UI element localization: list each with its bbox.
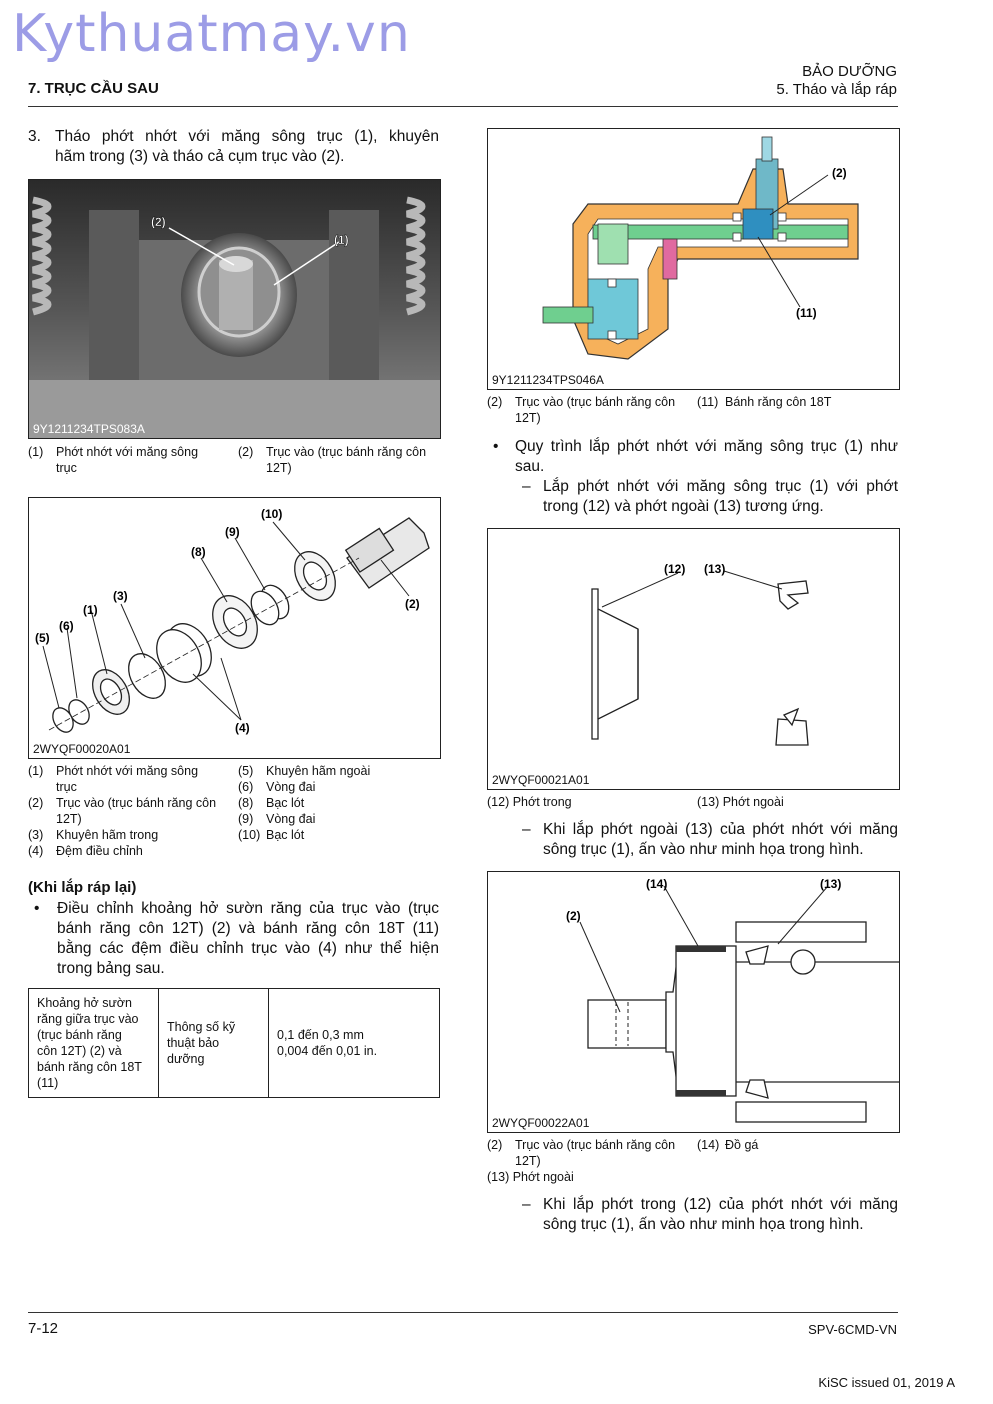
reassembly-line2: bánh răng côn 12T) (2) và bánh răng côn … — [57, 920, 439, 937]
callout-3: (3) — [113, 589, 128, 603]
callout-2: (2) — [151, 215, 166, 229]
callout-6: (6) — [59, 619, 74, 633]
callout-10: (10) — [261, 507, 282, 521]
watermark: Kythuatmay.vn — [12, 4, 411, 64]
step-number: 3. — [28, 128, 41, 145]
callout-11: (11) — [796, 306, 817, 320]
cross-section-figure: (2) (11) 9Y1211234TPS046A — [487, 128, 900, 390]
callout-9: (9) — [225, 525, 240, 539]
fig4-caption-left: (12) Phớt trong — [487, 795, 572, 809]
inner-seal-line2: sông trục (1), ấn vào như minh họa trong… — [543, 1216, 864, 1233]
seals-figure: (12) (13) 2WYQF00021A01 — [487, 528, 900, 790]
caption-num: (1) — [28, 445, 44, 459]
callout-13: (13) — [704, 562, 725, 576]
issue-info: KiSC issued 01, 2019 A — [818, 1375, 955, 1390]
figure-code: 9Y1211234TPS046A — [492, 373, 604, 387]
jig-figure: (14) (13) (2) 2WYQF00022A01 — [487, 871, 900, 1133]
fig4-caption-right: (13) Phớt ngoài — [697, 795, 784, 809]
procedure-sub2: trong (12) và phớt ngoài (13) tương ứng. — [543, 498, 824, 515]
dash: – — [522, 478, 531, 495]
callout-4: (4) — [235, 721, 250, 735]
callout-13: (13) — [820, 877, 841, 891]
caption-num: (2) — [238, 445, 254, 459]
bullet: • — [34, 900, 40, 917]
procedure-sub1: Lắp phớt nhớt với măng sông trục (1) với… — [543, 478, 898, 495]
bullet: • — [493, 438, 499, 455]
callout-1: (1) — [334, 233, 349, 247]
callout-1: (1) — [83, 603, 98, 617]
step3-line1: Tháo phớt nhớt với măng sông trục (1), k… — [55, 128, 439, 145]
reassembly-line3: bằng các đệm điều chỉnh trục vào (4) như… — [57, 940, 439, 957]
figure-code: 2WYQF00021A01 — [492, 773, 590, 787]
exploded-parts-drawing: (10) (9) (8) (3) (1) (6) (5) (2) (4) — [35, 507, 430, 735]
chapter-title: 7. TRỤC CẦU SAU — [28, 80, 159, 97]
footer-rule — [28, 1312, 898, 1313]
procedure-line2: sau. — [515, 458, 545, 475]
callout-8: (8) — [191, 545, 206, 559]
outer-seal-line2: sông trục (1), ấn vào như minh họa trong… — [543, 841, 864, 858]
document-code: SPV-6CMD-VN — [808, 1322, 897, 1337]
callout-2: (2) — [405, 597, 420, 611]
seals-drawing: (12) (13) — [591, 562, 809, 746]
exploded-parts-figure: (10) (9) (8) (3) (1) (6) (5) (2) (4) 2WY… — [28, 497, 441, 759]
figure-code: 2WYQF00020A01 — [33, 742, 131, 756]
reassembly-line1: Điều chỉnh khoảng hở sườn răng của trục … — [57, 900, 439, 917]
step3-line2: hãm trong (3) và tháo cả cụm trục vào (2… — [55, 148, 345, 165]
outer-seal-line1: Khi lắp phớt ngoài (13) của phớt nhớt vớ… — [543, 821, 898, 838]
section-title: BẢO DƯỠNG — [802, 63, 897, 80]
cross-section-drawing: (2) (11) — [542, 136, 859, 360]
jig-drawing: (14) (13) (2) — [566, 877, 899, 1123]
header-rule — [28, 106, 898, 107]
figure-code: 9Y1211234TPS083A — [33, 422, 145, 436]
dash: – — [522, 821, 531, 838]
callout-2: (2) — [566, 909, 581, 923]
procedure-line1: Quy trình lắp phớt nhớt với măng sông tr… — [515, 438, 898, 455]
callout-5: (5) — [35, 631, 50, 645]
callout-12: (12) — [664, 562, 685, 576]
inner-seal-line1: Khi lắp phớt trong (12) của phớt nhớt vớ… — [543, 1196, 898, 1213]
reassembly-heading: (Khi lắp ráp lại) — [28, 879, 137, 896]
dash: – — [522, 1196, 531, 1213]
callout-14: (14) — [646, 877, 667, 891]
figure-code: 2WYQF00022A01 — [492, 1116, 590, 1130]
subsection-title: 5. Tháo và lắp ráp — [776, 81, 897, 98]
page-number: 7-12 — [28, 1320, 59, 1337]
reassembly-line4: trong bảng sau. — [57, 960, 165, 977]
photo-figure-seal-removal: (2) (1) 9Y1211234TPS083A — [28, 179, 441, 439]
callout-2: (2) — [832, 166, 847, 180]
photo-illustration: (2) (1) — [29, 180, 440, 438]
